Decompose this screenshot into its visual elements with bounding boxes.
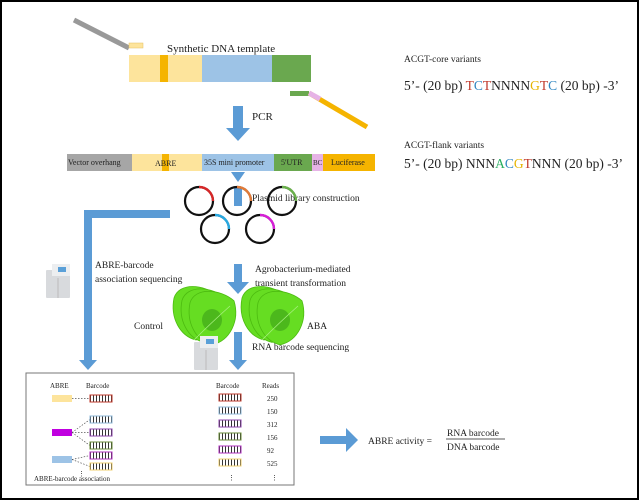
read-count: 250 xyxy=(267,395,278,403)
plasmid-icon xyxy=(183,185,215,217)
flank-variants-sequence: 5’- (20 bp) NNNACGTNNN (20 bp) -3’ xyxy=(404,156,623,171)
aba-leaves-icon xyxy=(240,286,305,346)
transformation-label-1: Agrobacterium-mediated xyxy=(255,265,351,275)
header-reads: Reads xyxy=(262,382,279,390)
sequence-segment: C xyxy=(505,156,514,171)
core-variants-sequence: 5’- (20 bp) TCTNNNNGTC (20 bp) -3’ xyxy=(404,78,619,93)
pcr-arrow xyxy=(226,106,250,141)
abre-element xyxy=(52,456,72,463)
association-seq-label-2: association sequencing xyxy=(95,275,183,285)
sequence-segment: NNN (20 bp) -3’ xyxy=(532,156,623,171)
abre-label: ABRE xyxy=(155,159,176,168)
formula-denominator: DNA barcode xyxy=(447,443,500,453)
barcode-icon xyxy=(218,445,242,454)
read-count: 92 xyxy=(267,447,275,455)
barcode-icon xyxy=(218,458,242,467)
barcode-icon xyxy=(218,419,242,428)
sequence-segment: G xyxy=(514,156,524,171)
plasmid-label: Plasmid library construction xyxy=(252,194,360,204)
control-label: Control xyxy=(134,322,163,332)
formula-lhs: ABRE activity = xyxy=(368,437,432,447)
sequence-segment: (20 bp) -3’ xyxy=(557,78,619,93)
header-abre: ABRE xyxy=(50,382,69,390)
barcode-icon xyxy=(89,415,113,424)
plasmid-library xyxy=(183,185,298,245)
sequencer-icon xyxy=(194,336,218,370)
plasmid-icon xyxy=(199,213,231,245)
barcode-icon xyxy=(89,428,113,437)
barcode-table: 250 150 312 156 92 525 xyxy=(52,393,278,471)
read-count: 150 xyxy=(267,408,278,416)
pcr-label: PCR xyxy=(252,111,273,123)
core-variants-title: ACGT-core variants xyxy=(404,55,481,65)
luciferase-label: Luciferase xyxy=(331,158,365,167)
synthetic-dna-template xyxy=(72,17,369,130)
sequence-segment: T xyxy=(540,78,549,93)
barcode-icon xyxy=(89,451,113,460)
abre-element xyxy=(52,429,72,436)
promoter-label: 35S mini promoter xyxy=(204,158,265,167)
sequence-segment: 5’- (20 bp) xyxy=(404,78,466,93)
association-arrow xyxy=(79,210,170,370)
bc-label: BC xyxy=(313,159,323,167)
barcode-icon xyxy=(218,393,242,402)
association-link xyxy=(71,432,91,446)
sequence-segment: NNNN xyxy=(491,78,530,93)
read-count: 156 xyxy=(267,434,278,442)
reads-ellipsis: ⋮ xyxy=(271,474,278,482)
transformation-label-2: transient transformation xyxy=(255,278,346,289)
plasmid-icon xyxy=(221,185,253,217)
plasmid-icon xyxy=(266,185,298,217)
association-link xyxy=(71,455,91,460)
barcode-ellipsis: ⋮ xyxy=(228,474,235,482)
reporter-construct xyxy=(67,154,375,171)
control-leaves-icon xyxy=(172,286,237,346)
rna-seq-arrow xyxy=(229,332,247,370)
barcode-icon xyxy=(89,394,113,403)
aba-label: ABA xyxy=(307,322,327,332)
read-count: 312 xyxy=(267,421,278,429)
formula-numerator: RNA barcode xyxy=(447,429,499,439)
association-link xyxy=(71,459,91,467)
sequencer-icon xyxy=(46,264,70,298)
association-footer: ABRE-barcode association xyxy=(34,475,111,483)
plasmid-icon xyxy=(244,213,276,245)
left-ellipsis: ⋮ xyxy=(78,470,85,478)
leaves xyxy=(172,286,305,346)
sequence-segment: A xyxy=(495,156,505,171)
sequence-segment: C xyxy=(474,78,483,93)
rna-seq-label: RNA barcode sequencing xyxy=(252,343,349,353)
flank-variants-title: ACGT-flank variants xyxy=(404,140,484,151)
sequence-segment: T xyxy=(483,78,492,93)
barcode-icon xyxy=(89,462,113,471)
vector-overhang-label: Vector overhang xyxy=(68,158,121,167)
template-label: Synthetic DNA template xyxy=(167,43,275,55)
sequence-segment: 5’- (20 bp) NNN xyxy=(404,156,495,171)
sequence-segment: T xyxy=(466,78,475,93)
barcode-icon xyxy=(89,441,113,450)
association-seq-label-1: ABRE-barcode xyxy=(95,261,154,271)
abre-element xyxy=(52,395,72,402)
read-count: 525 xyxy=(267,460,278,468)
header-barcode-left: Barcode xyxy=(86,382,109,390)
association-link xyxy=(71,419,91,433)
barcode-icon xyxy=(218,432,242,441)
plasmid-arrow xyxy=(231,172,245,206)
sequence-segment: T xyxy=(524,156,533,171)
sequence-segment: C xyxy=(548,78,557,93)
transformation-arrow xyxy=(227,264,249,294)
sequence-segment: G xyxy=(530,78,540,93)
result-arrow xyxy=(320,428,358,452)
barcode-icon xyxy=(218,406,242,415)
utr-label: 5'UTR xyxy=(281,158,303,167)
header-barcode-right: Barcode xyxy=(216,382,239,390)
